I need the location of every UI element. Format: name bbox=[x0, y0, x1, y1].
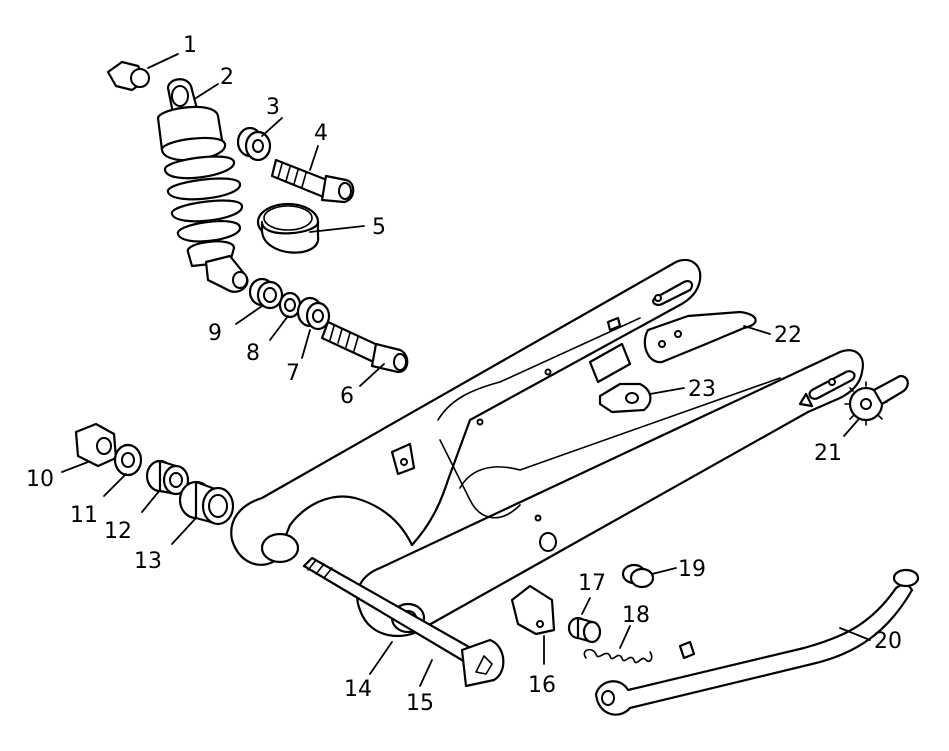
callout-17: 17 bbox=[578, 571, 606, 596]
part-8-washer bbox=[278, 291, 302, 319]
callout-7: 7 bbox=[286, 361, 300, 386]
part-20-side-stand bbox=[594, 568, 920, 716]
callout-10: 10 bbox=[26, 467, 54, 492]
part-13-needle-bearing bbox=[178, 480, 235, 526]
part-15-pivot-shaft bbox=[302, 556, 505, 688]
callout-5: 5 bbox=[372, 215, 386, 240]
part-2-shock-absorber bbox=[156, 78, 249, 293]
callout-2: 2 bbox=[220, 65, 234, 90]
callout-18: 18 bbox=[622, 603, 650, 628]
callout-labels: 1 2 3 4 5 6 7 8 9 10 11 12 13 14 15 16 1… bbox=[26, 33, 902, 716]
part-6-bolt bbox=[320, 320, 409, 374]
callout-9: 9 bbox=[208, 321, 222, 346]
part-9-bushing bbox=[248, 277, 284, 310]
part-4-bolt bbox=[270, 158, 355, 204]
part-5-dust-cap bbox=[256, 202, 320, 254]
part-22-bracket bbox=[643, 310, 757, 364]
callout-3: 3 bbox=[266, 95, 280, 120]
callout-15: 15 bbox=[406, 691, 434, 716]
callout-21: 21 bbox=[814, 441, 842, 466]
part-19-plug bbox=[621, 563, 655, 589]
callout-4: 4 bbox=[314, 121, 328, 146]
callout-23: 23 bbox=[688, 377, 716, 402]
part-12-spacer bbox=[145, 459, 190, 496]
part-23-clamp bbox=[598, 382, 652, 414]
callout-16: 16 bbox=[528, 673, 556, 698]
part-18-spring bbox=[583, 648, 653, 664]
part-17-bushing bbox=[567, 616, 602, 644]
part-7-spacer bbox=[296, 296, 331, 331]
callout-14: 14 bbox=[344, 677, 372, 702]
part-11-washer bbox=[113, 443, 143, 477]
part-21-chain-adjuster bbox=[844, 374, 909, 426]
part-3-bushing bbox=[236, 126, 272, 162]
swingarm bbox=[230, 258, 864, 638]
callout-11: 11 bbox=[70, 503, 98, 528]
callout-6: 6 bbox=[340, 384, 354, 409]
callout-8: 8 bbox=[246, 341, 260, 366]
callout-12: 12 bbox=[104, 519, 132, 544]
callout-22: 22 bbox=[774, 323, 802, 348]
leader-lines bbox=[61, 53, 871, 687]
callout-19: 19 bbox=[678, 557, 706, 582]
part-1-nut bbox=[106, 60, 150, 92]
part-16-bracket bbox=[510, 584, 556, 636]
part-10-nut bbox=[74, 422, 118, 468]
callout-20: 20 bbox=[874, 629, 902, 654]
callout-13: 13 bbox=[134, 549, 162, 574]
callout-1: 1 bbox=[183, 33, 197, 58]
